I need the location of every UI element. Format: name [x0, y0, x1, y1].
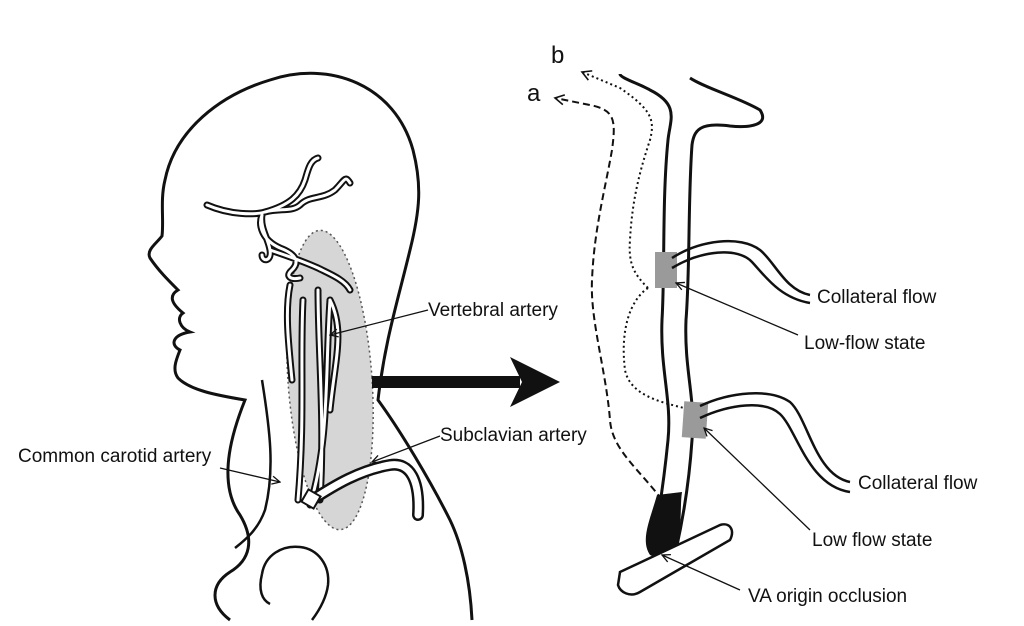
- flow-path-b: [580, 70, 653, 289]
- leader-low-flow-upper: [676, 283, 799, 336]
- flow-path-b-lower: [622, 287, 685, 409]
- head-neck-illustration: [147, 71, 474, 622]
- low-flow-segment-lower: [681, 401, 709, 439]
- cerebral-arteries: [203, 154, 354, 294]
- neck-inner-outline: [234, 379, 272, 549]
- leader-subclavian: [372, 435, 441, 462]
- head-outline: [147, 71, 474, 622]
- va-origin-occlusion-mark: [645, 492, 682, 557]
- leader-vertebral: [330, 309, 429, 335]
- label-subclavian-artery: Subclavian artery: [440, 425, 587, 446]
- chest-contour-2: [259, 573, 271, 606]
- flow-path-a: [553, 94, 663, 501]
- chest-contour: [260, 545, 330, 621]
- label-path-b: b: [551, 42, 564, 69]
- transition-arrow: [372, 357, 560, 407]
- vertebral-artery-detail: [553, 70, 851, 596]
- leader-low-flow-lower: [704, 428, 811, 531]
- label-low-flow-state-lower: Low flow state: [812, 530, 932, 551]
- neck-vessels: [283, 281, 425, 521]
- low-flow-segment-upper: [655, 252, 677, 288]
- va-tube-left-wall: [618, 73, 673, 549]
- label-low-flow-state-upper: Low-flow state: [804, 333, 925, 354]
- label-collateral-flow-upper: Collateral flow: [817, 287, 937, 308]
- label-path-a: a: [527, 80, 541, 107]
- collateral-vessel-lower: [699, 392, 851, 494]
- leader-common-carotid: [219, 467, 280, 482]
- leader-va-origin-occlusion: [662, 555, 741, 591]
- label-va-origin-occlusion: VA origin occlusion: [748, 586, 907, 607]
- collateral-vessel-upper: [671, 239, 811, 305]
- va-tube-right-wall: [674, 76, 764, 551]
- label-vertebral-artery: Vertebral artery: [428, 300, 558, 321]
- label-common-carotid-artery: Common carotid artery: [18, 446, 212, 467]
- label-collateral-flow-lower: Collateral flow: [858, 473, 978, 494]
